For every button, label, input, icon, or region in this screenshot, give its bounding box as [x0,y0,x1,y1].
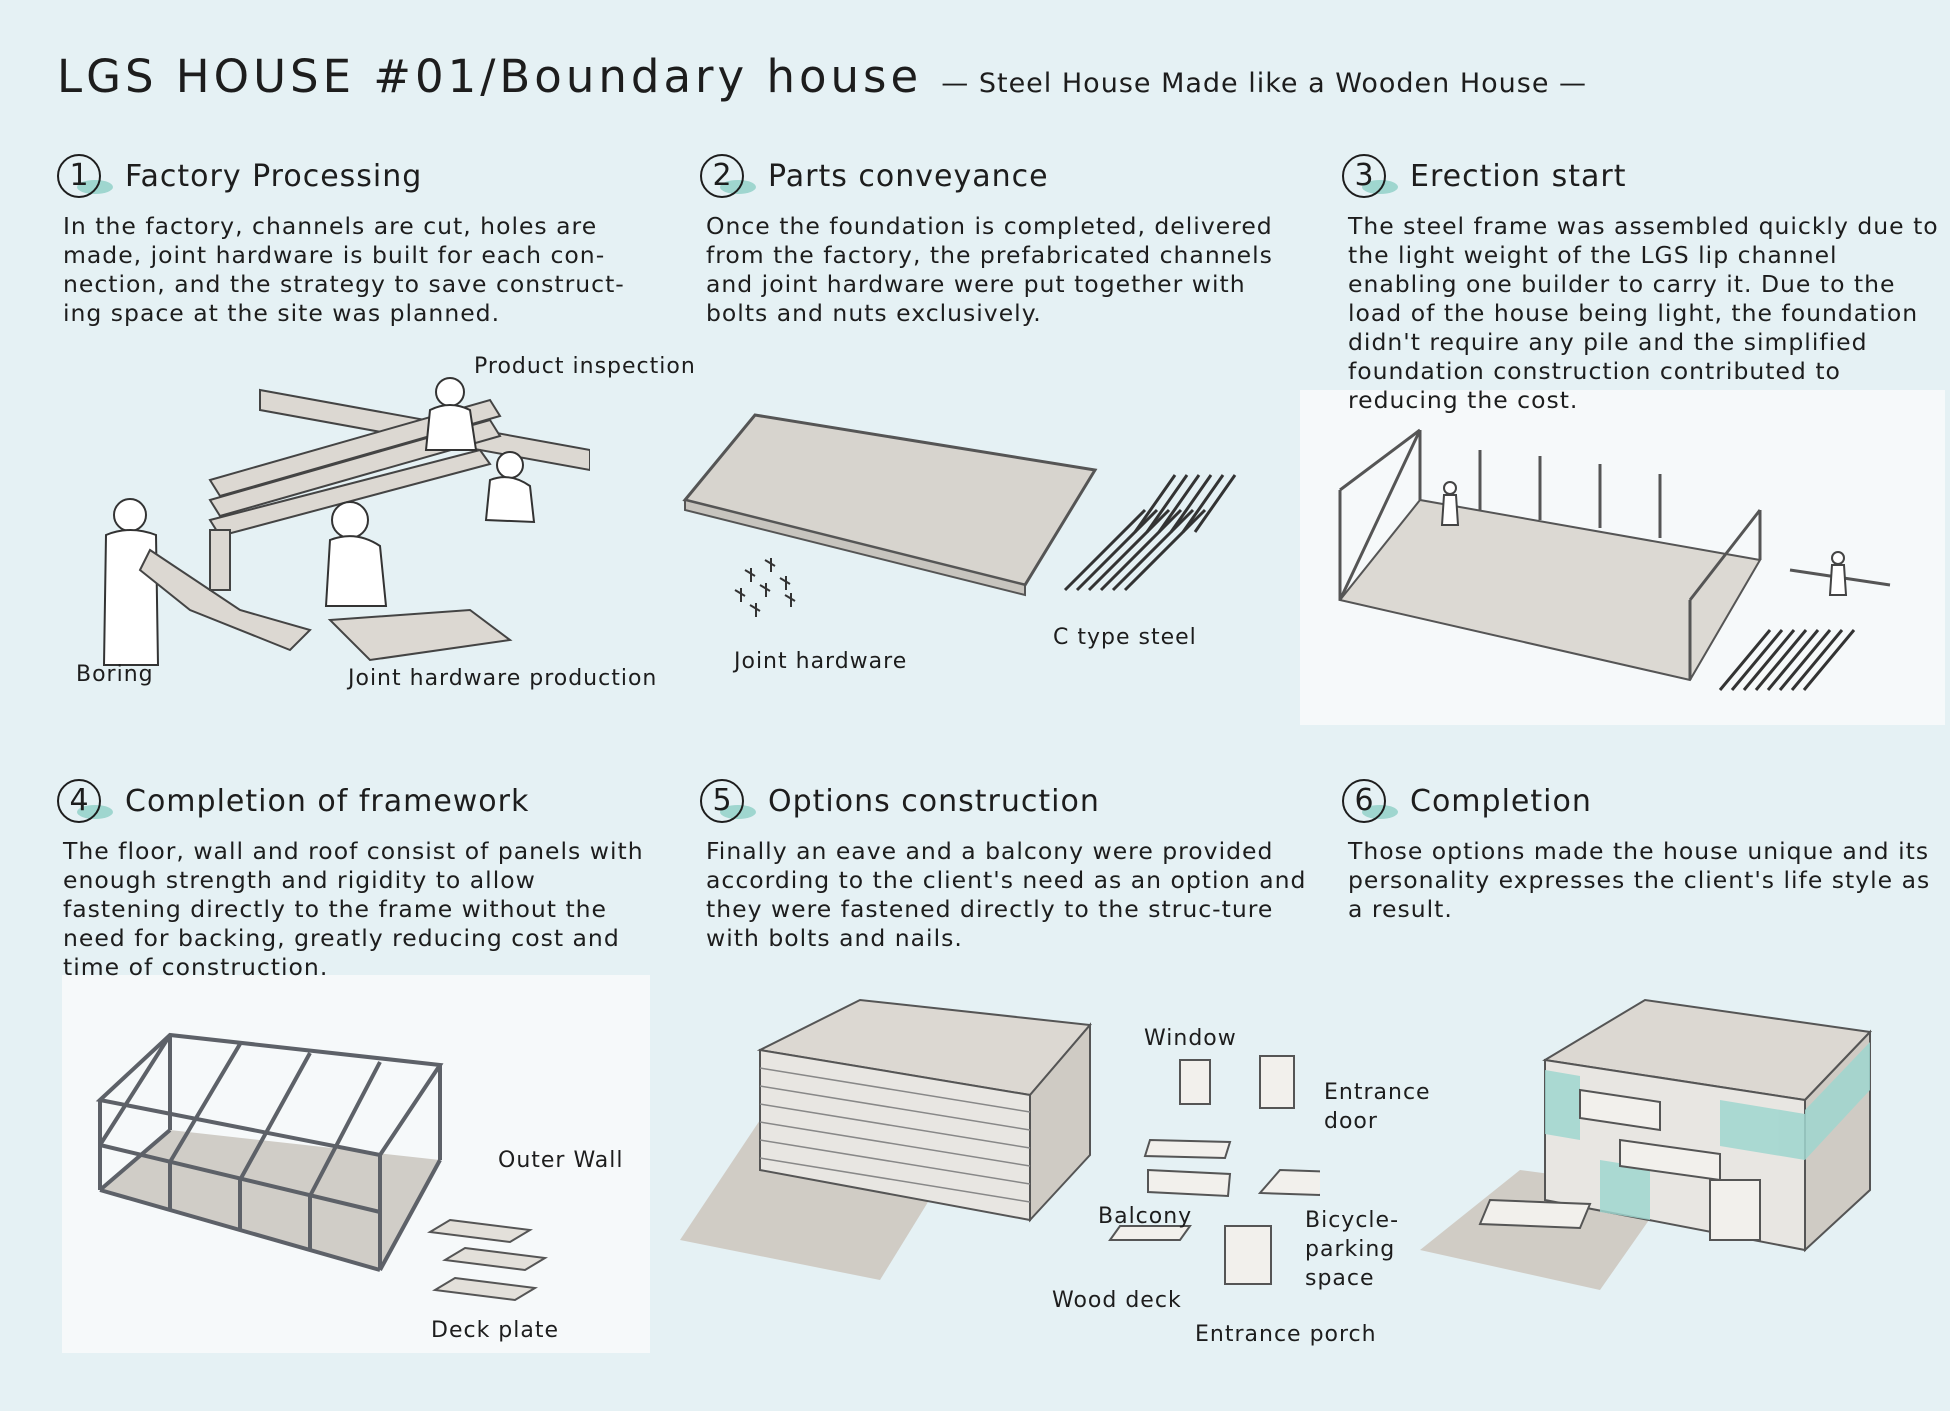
step-title: Options construction [768,783,1100,819]
label-window: Window [1144,1026,1237,1051]
completion-of-framework-illustration [95,1032,548,1302]
step-title: Parts conveyance [768,158,1049,194]
step-description: Finally an eave and a balcony were provi… [706,837,1307,952]
label-deck-plate: Deck plate [431,1318,560,1343]
step-3: 3 Erection start The steel frame was ass… [1342,150,1942,415]
label-bicycle-parking-space: Bicycle-parking space [1305,1208,1400,1291]
label-joint-hardware: Joint hardware [734,649,908,674]
label-outer-wall: Outer Wall [498,1148,624,1173]
label-joint-hardware-production: Joint hardware production [348,666,658,691]
label-boring: Boring [76,662,154,687]
step-description: The steel frame was assembled quickly du… [1348,212,1939,414]
step-6: 6 Completion Those options made the hous… [1342,775,1942,924]
parts-conveyance-illustration [682,413,1237,617]
step-number-badge: 4 [57,779,113,823]
header: LGS HOUSE #01/Boundary house — Steel Hou… [57,50,1587,103]
factory-processing-illustration [102,377,590,666]
step-number-badge: 1 [57,154,113,198]
step-title: Erection start [1410,158,1627,194]
step-number-badge: 3 [1342,154,1398,198]
step-description: Once the foundation is completed, delive… [706,212,1273,327]
step-title: Factory Processing [125,158,423,194]
step-2: 2 Parts conveyance Once the foundation i… [700,150,1310,328]
step-description: Those options made the house unique and … [1348,837,1931,923]
erection-start-illustration [1338,428,1891,691]
page-subtitle: — Steel House Made like a Wooden House — [941,68,1588,99]
step-number-badge: 2 [700,154,756,198]
step-description: The floor, wall and roof consist of pane… [63,837,644,981]
step-number-badge: 5 [700,779,756,823]
step-title: Completion [1410,783,1592,819]
step-5: 5 Options construction Finally an eave a… [700,775,1320,953]
label-entrance-door: Entrance door [1324,1080,1431,1134]
step-number-badge: 6 [1342,779,1398,823]
label-wood-deck: Wood deck [1052,1288,1182,1313]
label-product-inspection: Product inspection [474,354,696,379]
step-4: 4 Completion of framework The floor, wal… [57,775,657,982]
completion-illustration [1420,998,1873,1290]
step-title: Completion of framework [125,783,530,819]
label-balcony: Balcony [1098,1204,1193,1229]
label-c-type-steel: C type steel [1053,625,1197,650]
label-entrance-porch: Entrance porch [1195,1322,1377,1347]
step-description: In the factory, channels are cut, holes … [63,212,625,327]
options-construction-illustration [680,998,1320,1285]
step-1: 1 Factory Processing In the factory, cha… [57,150,647,328]
page-title: LGS HOUSE #01/Boundary house [57,50,923,103]
